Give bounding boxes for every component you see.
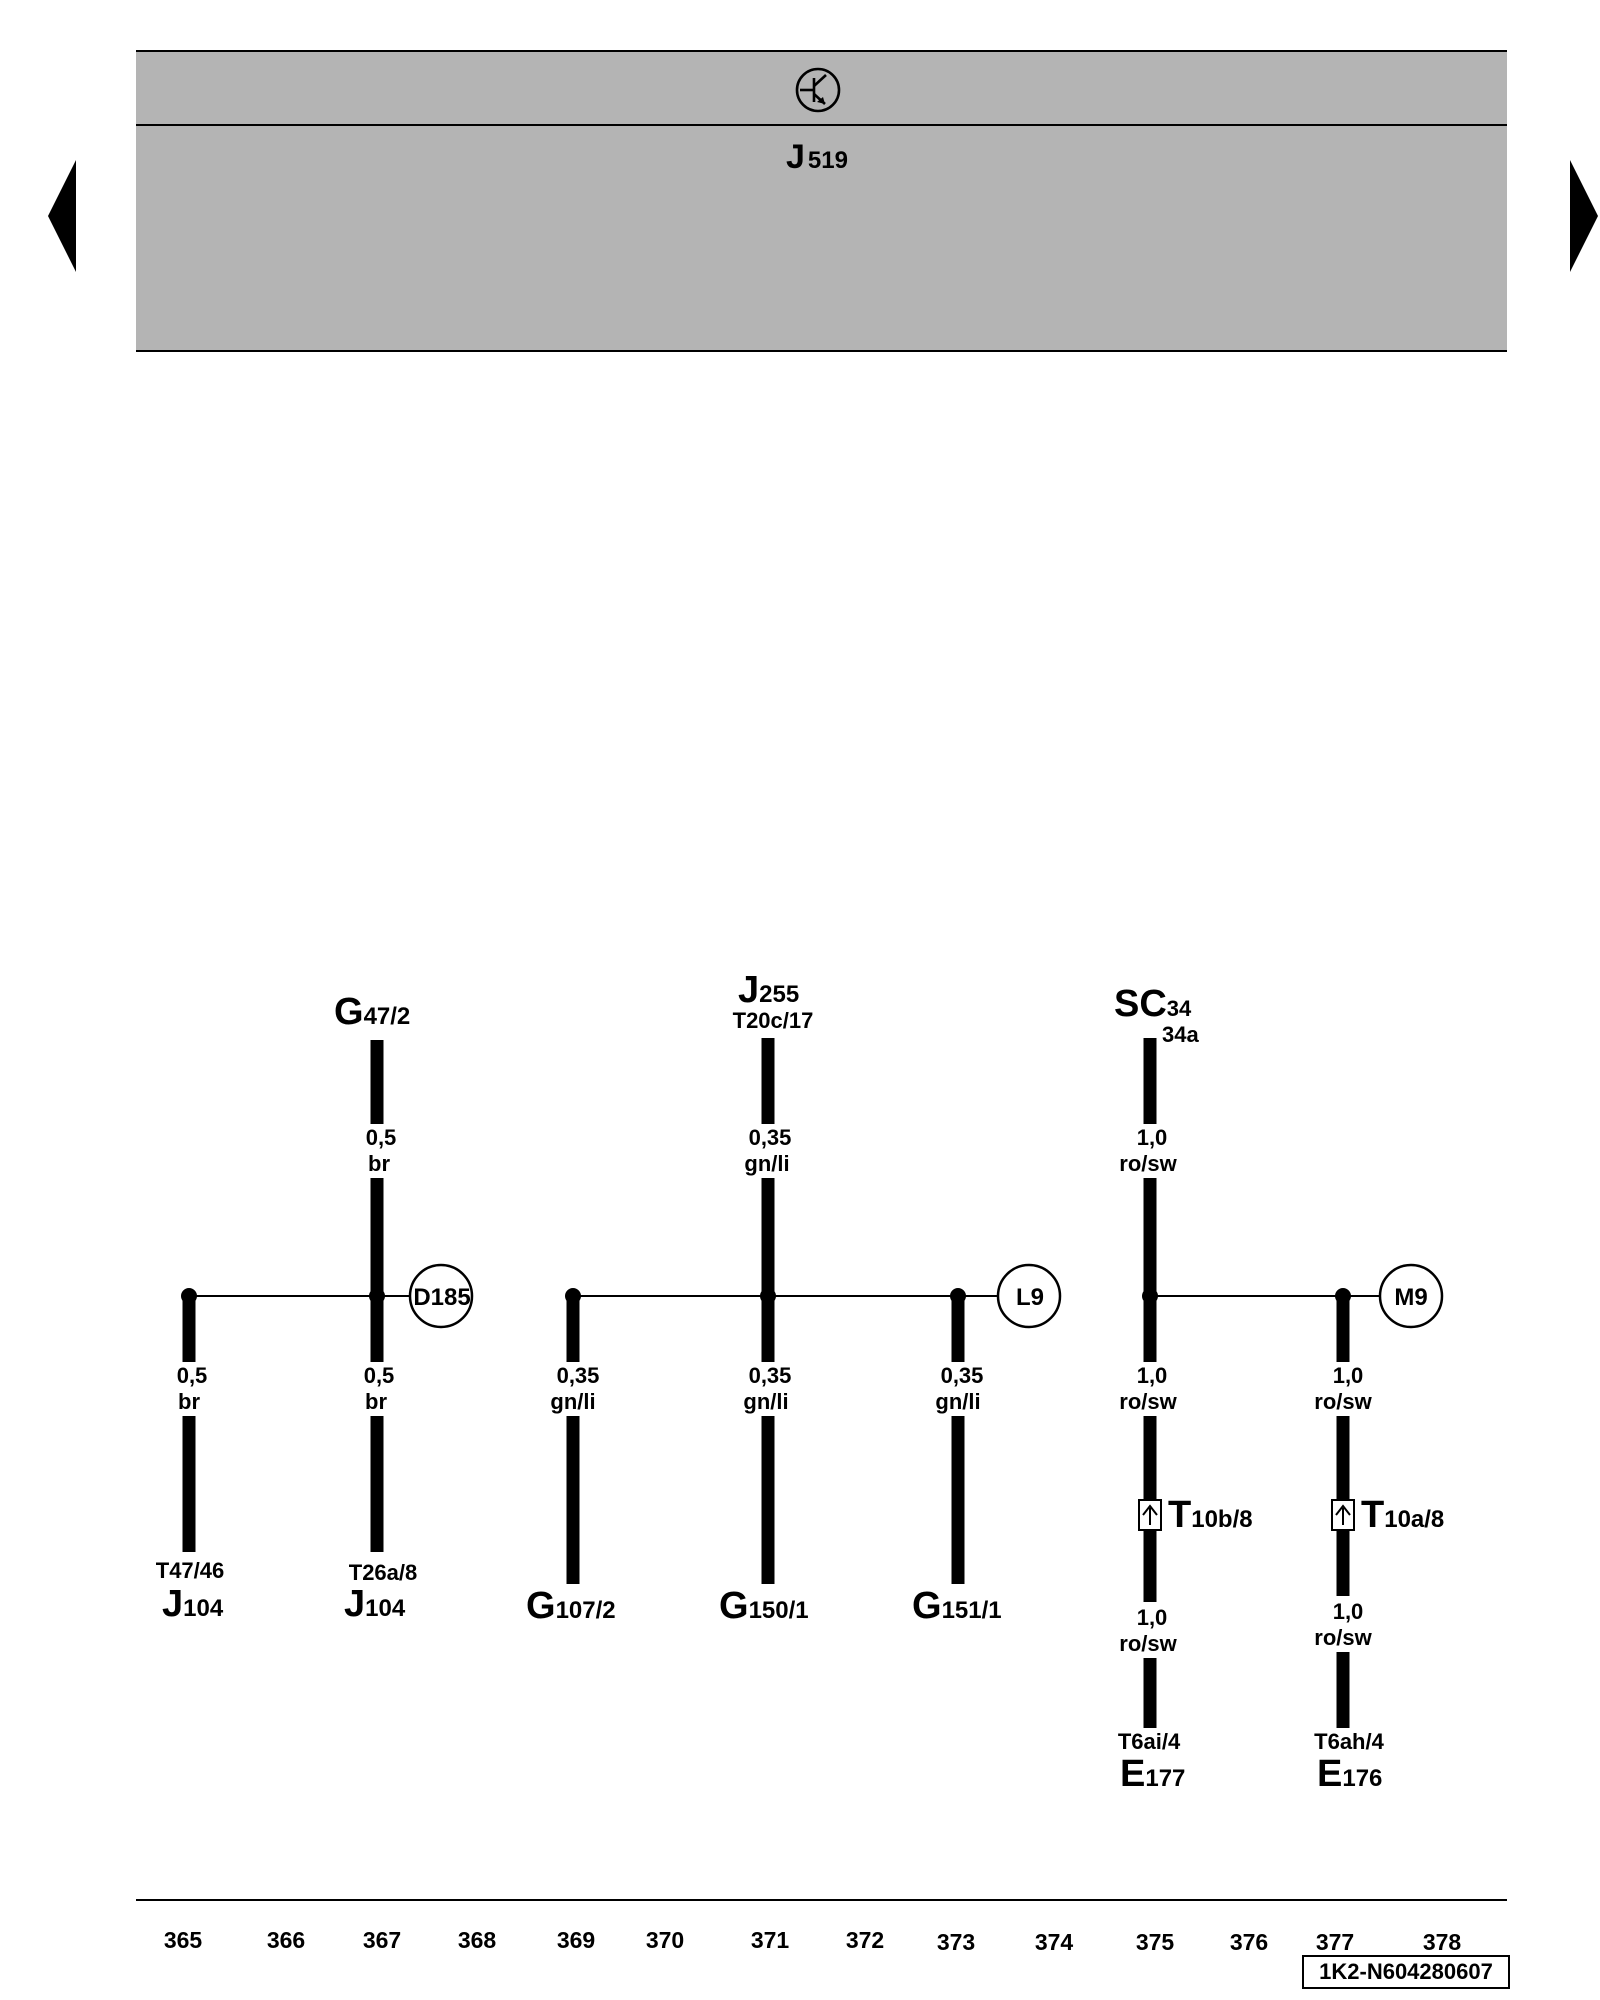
- junction-dot: [760, 1288, 776, 1304]
- component-label-j255: J255: [738, 969, 799, 1011]
- connector-label-t26a: T26a/8: [349, 1560, 418, 1585]
- current-path-number: 375: [1136, 1929, 1175, 1955]
- triangle-right-icon: [1570, 160, 1598, 272]
- junction-m9[interactable]: M9: [1378, 1263, 1444, 1329]
- wire-color: ro/sw: [1119, 1151, 1177, 1176]
- current-path-number: 372: [846, 1927, 884, 1953]
- component-label-sc34: SC34: [1114, 983, 1192, 1025]
- current-path-number: 368: [458, 1927, 497, 1953]
- next-page-button[interactable]: [1566, 160, 1598, 277]
- wire-gauge: 0,5: [364, 1363, 395, 1388]
- current-path-number: 369: [557, 1927, 595, 1953]
- component-label-j104-b: J104: [344, 1583, 406, 1625]
- current-path-numbers: 365 366 367 368 369 370 371 372 373 374 …: [164, 1927, 1462, 1955]
- component-label-g151: G151/1: [912, 1585, 1002, 1627]
- junction-label: M9: [1394, 1284, 1427, 1311]
- junction-dots: [181, 1288, 1351, 1304]
- footer-divider: [136, 1899, 1507, 1901]
- component-label-j104-a: J104: [162, 1583, 224, 1625]
- current-path-number: 377: [1316, 1929, 1354, 1955]
- junction-dot: [369, 1288, 385, 1304]
- current-path-number: 376: [1230, 1929, 1268, 1955]
- transistor-control-unit-icon: [795, 67, 841, 113]
- wire-color: br: [365, 1389, 387, 1414]
- wire-gauge: 0,35: [749, 1125, 792, 1150]
- wire-color: gn/li: [743, 1389, 788, 1414]
- component-label-e176: E176: [1317, 1753, 1382, 1795]
- wire-labels: 0,5 br 0,35 gn/li 1,0 ro/sw 0,5 br 0,5 b…: [177, 1125, 1373, 1656]
- junction-dot: [565, 1288, 581, 1304]
- wire-gauge: 1,0: [1137, 1605, 1168, 1630]
- triangle-left-icon: [48, 160, 76, 272]
- current-path-number: 370: [646, 1927, 684, 1953]
- connector-label: T10a/8: [1361, 1494, 1444, 1536]
- junction-dot: [950, 1288, 966, 1304]
- wire-segments: [182, 1038, 1350, 1728]
- wire-color: ro/sw: [1314, 1625, 1372, 1650]
- wire-color: br: [178, 1389, 200, 1414]
- wire-color: ro/sw: [1119, 1631, 1177, 1656]
- wire-color: gn/li: [935, 1389, 980, 1414]
- wire-color: gn/li: [744, 1151, 789, 1176]
- wire-gauge: 1,0: [1137, 1363, 1168, 1388]
- wire-gauge: 1,0: [1333, 1363, 1364, 1388]
- wire-color: br: [368, 1151, 390, 1176]
- connector-label: T10b/8: [1168, 1494, 1253, 1536]
- current-path-number: 374: [1035, 1929, 1074, 1955]
- wire-gauge: 1,0: [1333, 1599, 1364, 1624]
- junction-label: L9: [1016, 1284, 1044, 1311]
- connector-label-t6ai: T6ai/4: [1118, 1729, 1181, 1754]
- junction-dot: [1142, 1288, 1158, 1304]
- junction-d185[interactable]: D185: [408, 1263, 474, 1329]
- wire-gauge: 0,35: [557, 1363, 600, 1388]
- wire-color: gn/li: [550, 1389, 595, 1414]
- wire-color: ro/sw: [1119, 1389, 1177, 1414]
- previous-page-button[interactable]: [48, 160, 80, 277]
- current-path-number: 378: [1423, 1929, 1462, 1955]
- connector-label-t6ah: T6ah/4: [1314, 1729, 1384, 1754]
- component-label-g47: G47/2: [334, 991, 410, 1033]
- wire-color: ro/sw: [1314, 1389, 1372, 1414]
- document-id: 1K2-N604280607: [1302, 1955, 1510, 1989]
- current-path-number: 365: [164, 1927, 203, 1953]
- current-path-number: 367: [363, 1927, 401, 1953]
- component-label-g107: G107/2: [526, 1585, 616, 1627]
- inline-connector-t10b[interactable]: T10b/8: [1138, 1494, 1253, 1536]
- wire-gauge: 0,35: [749, 1363, 792, 1388]
- junction-l9[interactable]: L9: [996, 1263, 1062, 1329]
- wire-gauge: 1,0: [1137, 1125, 1168, 1150]
- junction-dot: [1335, 1288, 1351, 1304]
- component-label-g150: G150/1: [719, 1585, 809, 1627]
- wire-gauge: 0,5: [177, 1363, 208, 1388]
- junction-label: D185: [413, 1284, 470, 1311]
- component-label-e177: E177: [1120, 1753, 1185, 1795]
- connector-label-j255: T20c/17: [733, 1008, 814, 1033]
- current-path-number: 366: [267, 1927, 305, 1953]
- header-divider: [136, 124, 1507, 126]
- wire-gauge: 0,5: [366, 1125, 397, 1150]
- junction-dot: [181, 1288, 197, 1304]
- current-path-number: 373: [937, 1929, 975, 1955]
- pin-label-sc34: 34a: [1162, 1022, 1199, 1047]
- inline-connector-t10a[interactable]: T10a/8: [1331, 1494, 1444, 1536]
- current-path-number: 371: [751, 1927, 790, 1953]
- wire-gauge: 0,35: [941, 1363, 984, 1388]
- connector-label-t47: T47/46: [156, 1558, 225, 1583]
